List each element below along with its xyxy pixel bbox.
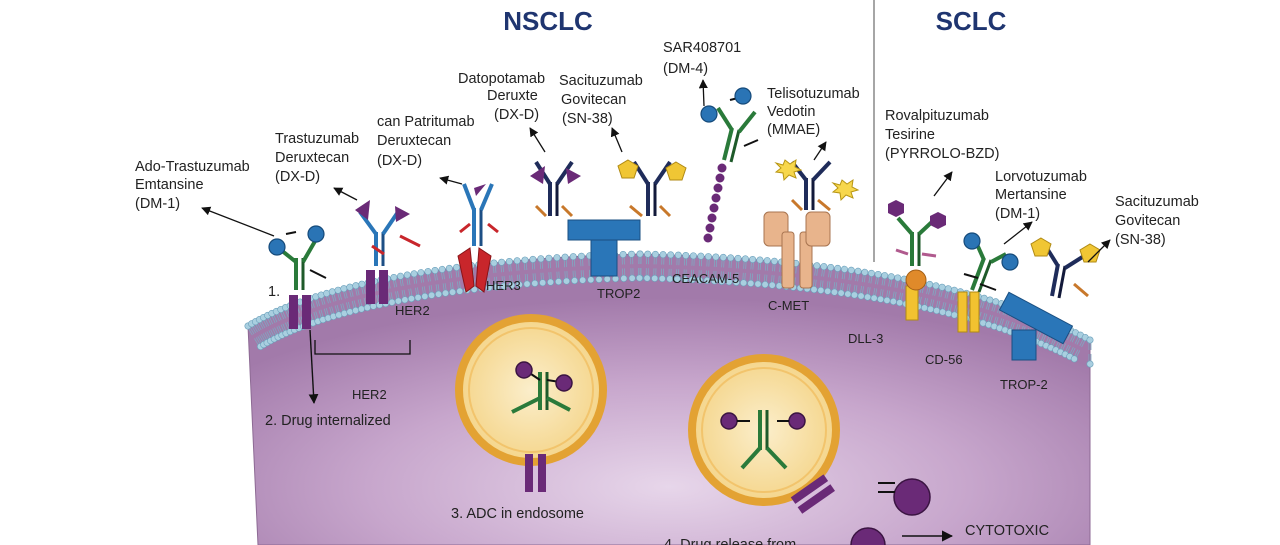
svg-text:Rovalpituzumab: Rovalpituzumab (885, 108, 989, 124)
svg-text:Vedotin: Vedotin (767, 104, 815, 120)
cmet-label: C-MET (768, 298, 809, 313)
svg-text:Govitecan: Govitecan (561, 92, 626, 108)
svg-text:(PYRROLO-BZD): (PYRROLO-BZD) (885, 146, 999, 162)
svg-text:Deruxtecan: Deruxtecan (275, 150, 349, 166)
label-trastuzumab-deruxtecan: Trastuzumab Deruxtecan (DX-D) (275, 131, 359, 185)
label-sar408701: SAR408701 (DM-4) (663, 40, 741, 77)
label-datopotamab: Datopotamab Deruxte (DX-D) (458, 71, 545, 123)
cmet-receptor (763, 211, 831, 289)
svg-text:(DX-D): (DX-D) (377, 153, 422, 169)
released-payload (720, 412, 738, 430)
step-4-label: 4. Drug release from (664, 537, 796, 545)
pyrrolo-bzd-payload (888, 200, 904, 217)
label-sacituzumab-nsclc: Sacituzumab Govitecan (SN-38) (559, 73, 643, 127)
released-antibody (740, 410, 788, 470)
svg-text:Deruxte: Deruxte (487, 88, 538, 104)
adc-datopotamab-deruxtecan (529, 127, 581, 218)
her3-label: HER3 (486, 278, 521, 293)
svg-text:Datopotamab: Datopotamab (458, 71, 545, 87)
svg-text:can Patritumab: can Patritumab (377, 114, 475, 130)
adc-sar408701 (698, 79, 759, 243)
label-telisotuzumab: Telisotuzumab Vedotin (MMAE) (767, 86, 860, 138)
mmae-payload (774, 158, 803, 182)
label-rovalpituzumab: Rovalpituzumab Tesirine (PYRROLO-BZD) (885, 108, 999, 162)
label-patritumab: can Patritumab Deruxtecan (DX-D) (377, 114, 475, 169)
svg-text:(DM-1): (DM-1) (995, 206, 1040, 222)
svg-text:(SN-38): (SN-38) (1115, 232, 1166, 248)
endosome-1 (455, 314, 607, 492)
her2-label-2: HER2 (352, 387, 387, 402)
endosome-receptor (790, 474, 835, 514)
endosome-2 (688, 354, 840, 514)
svg-text:Sacituzumab: Sacituzumab (559, 73, 643, 89)
label-lorvotuzumab: Lorvotuzumab Mertansine (DM-1) (995, 169, 1087, 222)
her2-bracket (314, 340, 411, 355)
adc-sacituzumab-govitecan-sclc (998, 237, 1111, 361)
dll3-label: DLL-3 (848, 331, 883, 346)
svg-text:Emtansine: Emtansine (135, 177, 204, 193)
endosome-her2-receptor (525, 454, 533, 492)
adc-lorvotuzumab-mertansine (957, 221, 1033, 333)
step-2-label: 2. Drug internalized (265, 413, 391, 429)
cd56-label: CD-56 (925, 352, 963, 367)
svg-text:(DM-4): (DM-4) (663, 61, 708, 77)
sclc-header: SCLC (936, 6, 1007, 36)
ceacam5-label: CEACAM-5 (672, 271, 739, 286)
adc-ado-trastuzumab (201, 206, 327, 329)
her2-label-1: HER2 (395, 303, 430, 318)
adc-telisotuzumab-vedotin (763, 141, 860, 289)
svg-text:Lorvotuzumab: Lorvotuzumab (995, 169, 1087, 185)
trop2-receptor (567, 219, 641, 277)
adc-rovalpituzumab-tesirine (888, 171, 953, 321)
trop2-sclc-label: TROP-2 (1000, 377, 1048, 392)
svg-text:Ado-Trastuzumab: Ado-Trastuzumab (135, 159, 250, 175)
nsclc-header: NSCLC (503, 6, 593, 36)
svg-text:Telisotuzumab: Telisotuzumab (767, 86, 860, 102)
svg-text:(DX-D): (DX-D) (275, 169, 320, 185)
internalization-arrow (308, 329, 319, 404)
trop2-sclc-receptor (998, 291, 1074, 361)
adc-patritumab-deruxtecan (439, 175, 499, 293)
svg-text:Sacituzumab: Sacituzumab (1115, 194, 1199, 210)
dm1-payload (268, 238, 286, 256)
internalized-adc (511, 361, 573, 414)
ceacam5-receptor (703, 163, 727, 243)
svg-text:(MMAE): (MMAE) (767, 122, 820, 138)
cytoplasm-payload-2 (850, 527, 886, 545)
svg-text:Trastuzumab: Trastuzumab (275, 131, 359, 147)
step-1-label: 1. (268, 284, 280, 300)
cd56-receptor (957, 291, 980, 333)
trop2-label: TROP2 (597, 286, 640, 301)
cytotoxic-label: CYTOTOXIC (965, 523, 1049, 539)
adc-sacituzumab-govitecan-nsclc (610, 127, 687, 218)
svg-text:Tesirine: Tesirine (885, 127, 935, 143)
sn38-payload (617, 159, 639, 179)
dll3-receptor (905, 269, 927, 321)
cytoplasm-payload-1 (878, 478, 931, 516)
svg-text:(SN-38): (SN-38) (562, 111, 613, 127)
svg-text:(DM-1): (DM-1) (135, 196, 180, 212)
svg-text:Deruxtecan: Deruxtecan (377, 133, 451, 149)
adc-trastuzumab-deruxtecan (333, 187, 421, 304)
svg-text:Mertansine: Mertansine (995, 187, 1067, 203)
label-sacituzumab-sclc: Sacituzumab Govitecan (SN-38) (1115, 194, 1199, 248)
svg-text:(DX-D): (DX-D) (494, 107, 539, 123)
svg-text:SAR408701: SAR408701 (663, 40, 741, 56)
label-ado-trastuzumab: Ado-Trastuzumab Emtansine (DM-1) (135, 159, 250, 212)
step-3-label: 3. ADC in endosome (451, 506, 584, 522)
svg-text:Govitecan: Govitecan (1115, 213, 1180, 229)
